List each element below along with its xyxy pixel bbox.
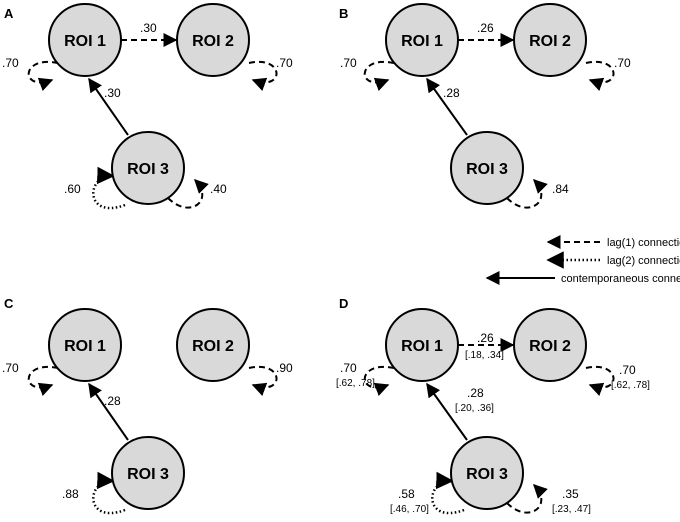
ci-roi3-roi1-d: [.20, .36] — [455, 403, 494, 414]
node-roi1-a — [48, 3, 122, 77]
node-label-roi1-a: ROI 1 — [64, 33, 106, 50]
node-label-roi3-a: ROI 3 — [127, 161, 169, 178]
ci-self-roi1-d: [.62, .78] — [336, 378, 375, 389]
panel-label-a: A — [4, 6, 14, 21]
panel-label-c: C — [4, 296, 14, 311]
weight-roi3-roi1-b: .28 — [443, 86, 460, 100]
ci-self-roi3-lag1-d: [.23, .47] — [552, 504, 591, 515]
weight-self-roi1-b: .70 — [340, 56, 357, 70]
weight-self-roi1-d: .70 — [340, 361, 357, 375]
node-label-roi1-b: ROI 1 — [401, 33, 443, 50]
weight-self-roi2-d: .70 — [619, 363, 636, 377]
weight-roi1-roi2-d: .26 — [477, 331, 494, 345]
self-loop-roi2-a — [248, 60, 278, 91]
node-roi1-c — [48, 308, 122, 382]
node-roi1-d — [385, 308, 459, 382]
node-roi2-b — [513, 3, 587, 77]
weight-self-roi2-b: .70 — [614, 56, 631, 70]
weight-self-roi3-lag1-a: .40 — [210, 182, 227, 196]
node-roi3-b — [450, 131, 524, 205]
node-roi3-a — [111, 131, 185, 205]
self-loop-roi1-d — [363, 365, 395, 396]
edge-roi3-roi1-d — [426, 382, 468, 441]
self-loop-roi2-c — [248, 365, 278, 396]
node-label-roi3-d: ROI 3 — [466, 466, 508, 483]
node-label-roi1-c: ROI 1 — [64, 338, 106, 355]
legend: lag(1) connection lag(2) connection cont… — [485, 235, 680, 285]
self-loop-roi3-lag1-a — [167, 179, 209, 209]
node-label-roi2-d: ROI 2 — [529, 338, 571, 355]
node-label-roi2-c: ROI 2 — [192, 338, 234, 355]
self-loop-roi1-b — [363, 60, 395, 91]
panel-c: C .70 .90 .28 .88 ROI 1 ROI 2 ROI 3 — [2, 296, 293, 515]
legend-contemporaneous-label: contemporaneous connection — [561, 273, 680, 285]
self-loop-roi3-lag1-b — [506, 179, 548, 209]
node-label-roi1-d: ROI 1 — [401, 338, 443, 355]
ci-roi1-roi2-d: [.18, .34] — [465, 350, 504, 361]
self-loop-roi2-b — [585, 60, 615, 91]
panel-label-b: B — [339, 6, 348, 21]
weight-self-roi3-lag1-b: .84 — [552, 182, 569, 196]
panel-b: B .70 .70 .26 .28 .84 ROI 1 ROI 2 ROI 3 — [339, 3, 631, 209]
self-loop-roi2-d — [585, 365, 615, 396]
self-loop-roi1-a — [27, 60, 59, 91]
weight-self-roi1-c: .70 — [2, 361, 19, 375]
weight-self-roi1-a: .70 — [2, 56, 19, 70]
weight-roi3-roi1-a: .30 — [104, 86, 121, 100]
legend-lag1-label: lag(1) connection — [607, 237, 680, 249]
node-label-roi2-b: ROI 2 — [529, 33, 571, 50]
weight-self-roi2-a: .70 — [276, 56, 293, 70]
node-roi3-c — [111, 436, 185, 510]
weight-roi3-roi1-c: .28 — [104, 394, 121, 408]
weight-self-roi3-lag1-d: .35 — [562, 487, 579, 501]
ci-self-roi3-lag2-d: [.46, .70] — [390, 504, 429, 515]
node-label-roi2-a: ROI 2 — [192, 33, 234, 50]
panel-d: D .70 [.62, .78] .70 [.62, .78] .26 [.18… — [336, 296, 650, 515]
edge-roi3-roi1-b — [426, 77, 468, 136]
weight-self-roi2-c: .90 — [276, 361, 293, 375]
weight-self-roi3-lag2-a: .60 — [64, 182, 81, 196]
weight-self-roi3-lag2-d: .58 — [398, 487, 415, 501]
edge-roi3-roi1-a — [88, 77, 129, 136]
weight-roi1-roi2-a: .30 — [140, 21, 157, 35]
node-roi2-d — [513, 308, 587, 382]
edge-roi3-roi1-c — [88, 382, 129, 441]
weight-roi3-roi1-d: .28 — [467, 386, 484, 400]
self-loop-roi3-lag1-d — [506, 484, 548, 514]
weight-self-roi3-lag2-c: .88 — [62, 487, 79, 501]
legend-lag2-label: lag(2) connection — [607, 255, 680, 267]
ci-self-roi2-d: [.62, .78] — [611, 380, 650, 391]
node-roi3-d — [450, 436, 524, 510]
node-roi2-a — [176, 3, 250, 77]
self-loop-roi1-c — [27, 365, 59, 396]
node-label-roi3-c: ROI 3 — [127, 466, 169, 483]
panel-label-d: D — [339, 296, 348, 311]
node-roi2-c — [176, 308, 250, 382]
weight-roi1-roi2-b: .26 — [477, 21, 494, 35]
node-roi1-b — [385, 3, 459, 77]
panel-a: A .70 .70 .30 .30 .60 .40 ROI 1 ROI 2 RO… — [2, 3, 293, 210]
node-label-roi3-b: ROI 3 — [466, 161, 508, 178]
